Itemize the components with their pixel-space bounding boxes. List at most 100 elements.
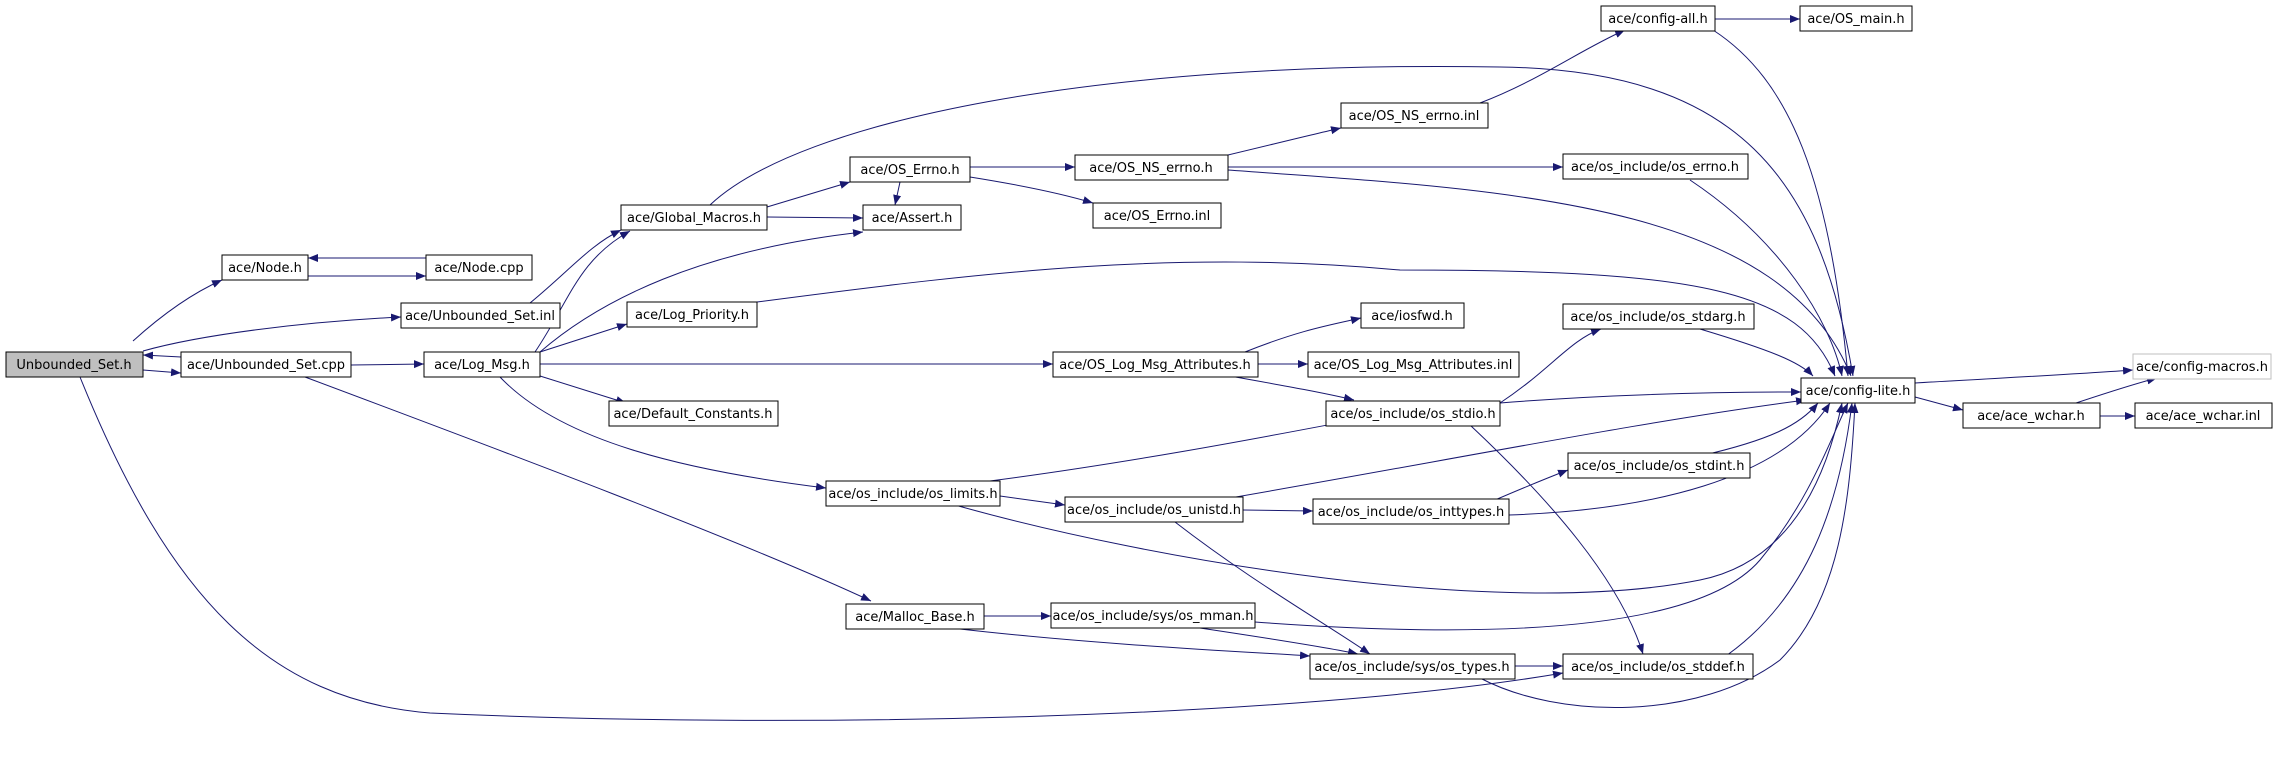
edge-os-unistd-h-to-config-lite-h (1229, 397, 1807, 499)
node-log-msg-h[interactable]: ace/Log_Msg.h (423, 351, 541, 378)
node-label: ace/os_include/os_limits.h (828, 487, 997, 502)
edge-unbounded-set-inl-to-global-macros-h (529, 229, 622, 304)
node-label: ace/OS_NS_errno.inl (1349, 109, 1480, 124)
node-assert-h[interactable]: ace/Assert.h (862, 204, 962, 231)
node-os-inttypes-h[interactable]: ace/os_include/os_inttypes.h (1312, 498, 1510, 525)
edge-os-stddef-h-to-config-lite-h (1719, 402, 1855, 661)
edge-os-unistd-h-to-sys-os-types-h (1174, 521, 1371, 655)
node-global-macros-h[interactable]: ace/Global_Macros.h (620, 204, 768, 231)
node-node-h[interactable]: ace/Node.h (221, 254, 309, 281)
edge-os-stdio-h-to-config-lite-h (1499, 388, 1802, 404)
node-label: ace/Unbounded_Set.inl (405, 309, 555, 324)
edge-log-msg-h-to-assert-h (539, 229, 864, 353)
node-os-log-msg-attributes-inl[interactable]: ace/OS_Log_Msg_Attributes.inl (1307, 351, 1520, 378)
node-os-unistd-h[interactable]: ace/os_include/os_unistd.h (1064, 496, 1244, 523)
node-label: ace/os_include/sys/os_types.h (1314, 660, 1509, 675)
edge-unbounded-set-cpp-to-log-msg-h (350, 360, 425, 369)
edge-sys-os-types-h-to-config-lite-h (1479, 402, 1859, 708)
edge-log-msg-h-to-default-constants-h (539, 375, 627, 404)
edge-log-msg-h-to-log-priority-h (539, 323, 628, 353)
node-default-constants-h[interactable]: ace/Default_Constants.h (608, 400, 779, 427)
node-label: ace/OS_Errno.h (860, 163, 959, 178)
node-os-stdio-h[interactable]: ace/os_include/os_stdio.h (1325, 400, 1501, 427)
node-label: ace/Log_Msg.h (434, 358, 530, 373)
edge-sys-os-mman-h-to-sys-os-types-h (1199, 627, 1359, 656)
edge-config-lite-h-to-config-macros-h (1914, 366, 2134, 384)
edge-os-errno-h-to-os-errno-inl (969, 176, 1094, 204)
edge-os-ns-errno-h-to-os-ns-errno-inl (1227, 126, 1342, 156)
node-label: ace/ace_wchar.inl (2146, 409, 2261, 424)
edge-os-stdarg-h-to-config-lite-h (1699, 328, 1814, 377)
edge-log-priority-h-to-config-lite-h (756, 261, 1836, 377)
node-sys-os-types-h[interactable]: ace/os_include/sys/os_types.h (1309, 653, 1516, 680)
node-os-errno-h[interactable]: ace/OS_Errno.h (849, 156, 971, 183)
node-unbounded-set-inl[interactable]: ace/Unbounded_Set.inl (400, 302, 561, 329)
edge-unbounded-set-h-to-unbounded-set-inl (142, 313, 402, 352)
node-ace-wchar-h[interactable]: ace/ace_wchar.h (1962, 402, 2101, 429)
node-label: ace/OS_main.h (1807, 12, 1904, 27)
node-ace-wchar-inl[interactable]: ace/ace_wchar.inl (2134, 402, 2273, 429)
node-label: ace/Node.h (228, 261, 302, 276)
node-config-all-h[interactable]: ace/config-all.h (1600, 5, 1716, 32)
node-unbounded-set-h[interactable]: Unbounded_Set.h (5, 351, 144, 378)
node-os-include-os-errno-h[interactable]: ace/os_include/os_errno.h (1562, 153, 1749, 180)
node-label: ace/Default_Constants.h (613, 407, 772, 422)
edge-os-stdio-h-to-os-stdarg-h (1499, 328, 1602, 404)
node-iosfwd-h[interactable]: ace/iosfwd.h (1360, 302, 1465, 329)
node-malloc-base-h[interactable]: ace/Malloc_Base.h (845, 603, 985, 630)
node-label: ace/os_include/sys/os_mman.h (1053, 609, 1254, 624)
edge-log-msg-h-to-global-macros-h (534, 230, 631, 353)
edge-os-inttypes-h-to-os-stdint-h (1494, 469, 1569, 501)
edge-config-lite-h-to-ace-wchar-h (1914, 396, 1964, 412)
node-os-limits-h[interactable]: ace/os_include/os_limits.h (825, 480, 1001, 507)
node-os-errno-inl[interactable]: ace/OS_Errno.inl (1092, 202, 1222, 229)
edge-os-include-os-errno-h-to-config-lite-h (1689, 179, 1844, 377)
edge-malloc-base-h-to-sys-os-types-h (959, 628, 1311, 660)
node-label: ace/OS_Errno.inl (1104, 209, 1210, 224)
edge-ace-wchar-h-to-config-macros-h (2069, 376, 2158, 406)
edge-os-limits-h-to-config-lite-h (954, 402, 1844, 594)
edge-unbounded-set-cpp-to-malloc-base-h (304, 376, 872, 602)
node-os-ns-errno-inl[interactable]: ace/OS_NS_errno.inl (1340, 102, 1489, 129)
edge-unbounded-set-h-to-os-stddef-h (79, 376, 1564, 721)
node-label: ace/Node.cpp (434, 261, 523, 276)
node-config-macros-h[interactable]: ace/config-macros.h (2132, 353, 2272, 380)
node-os-stdint-h[interactable]: ace/os_include/os_stdint.h (1567, 452, 1751, 479)
node-log-priority-h[interactable]: ace/Log_Priority.h (626, 301, 758, 328)
node-os-stdarg-h[interactable]: ace/os_include/os_stdarg.h (1562, 303, 1755, 330)
edge-sys-os-mman-h-to-config-lite-h (1254, 402, 1849, 631)
edge-global-macros-h-to-assert-h (766, 213, 864, 222)
edge-os-ns-errno-inl-to-config-all-h (1479, 29, 1626, 104)
node-config-lite-h[interactable]: ace/config-lite.h (1800, 377, 1916, 404)
node-label: ace/OS_Log_Msg_Attributes.inl (1314, 358, 1513, 373)
node-label: ace/iosfwd.h (1371, 309, 1452, 324)
node-os-stddef-h[interactable]: ace/os_include/os_stddef.h (1562, 653, 1754, 680)
edge-os-unistd-h-to-os-inttypes-h (1242, 506, 1314, 515)
edge-os-limits-h-to-os-unistd-h (999, 495, 1066, 508)
edge-global-macros-h-to-config-lite-h (709, 65, 1856, 377)
node-unbounded-set-cpp[interactable]: ace/Unbounded_Set.cpp (180, 351, 352, 378)
node-os-ns-errno-h[interactable]: ace/OS_NS_errno.h (1074, 154, 1229, 181)
edge-os-errno-h-to-assert-h (893, 181, 902, 206)
node-label: ace/Global_Macros.h (627, 211, 761, 226)
node-node-cpp[interactable]: ace/Node.cpp (425, 254, 533, 281)
edge-os-stdint-h-to-config-lite-h (1699, 402, 1819, 457)
node-label: ace/Malloc_Base.h (855, 610, 975, 625)
edge-os-inttypes-h-to-config-lite-h (1508, 402, 1831, 516)
node-os-log-msg-attributes-h[interactable]: ace/OS_Log_Msg_Attributes.h (1052, 351, 1259, 378)
edge-os-log-msg-attributes-h-to-os-stdio-h (1229, 375, 1355, 402)
edge-unbounded-set-cpp-to-unbounded-set-h (142, 351, 182, 360)
node-label: ace/os_include/os_errno.h (1571, 160, 1739, 175)
node-label: ace/Assert.h (872, 211, 953, 226)
node-label: ace/config-all.h (1608, 12, 1708, 27)
node-sys-os-mman-h[interactable]: ace/os_include/sys/os_mman.h (1050, 602, 1256, 629)
edge-config-all-h-to-config-lite-h (1712, 29, 1852, 377)
node-label: ace/os_include/os_stddef.h (1571, 660, 1745, 675)
edge-os-ns-errno-h-to-config-lite-h (1227, 169, 1852, 377)
edge-unbounded-set-h-to-unbounded-set-cpp (142, 368, 182, 377)
node-label: ace/os_include/os_stdint.h (1574, 459, 1745, 474)
edge-log-msg-h-to-os-limits-h (499, 376, 827, 491)
node-os-main-h[interactable]: ace/OS_main.h (1799, 5, 1913, 32)
node-label: ace/config-lite.h (1806, 384, 1911, 399)
